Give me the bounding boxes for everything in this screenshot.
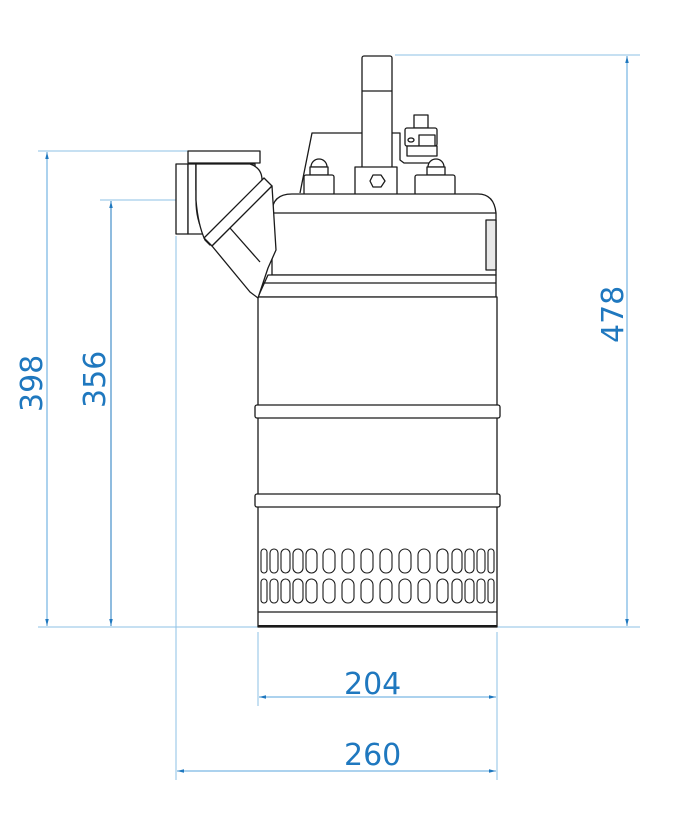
dim-label-overall-height: 478 <box>596 285 631 343</box>
dim-label-body-diameter: 204 <box>344 667 402 702</box>
motor-top-cap <box>271 193 497 276</box>
outlet-flange-top <box>187 150 261 164</box>
terminal-box <box>485 219 497 271</box>
rib-lower <box>254 493 501 508</box>
dim-label-outlet-center-height: 356 <box>78 350 113 408</box>
strainer-slots <box>260 548 495 604</box>
rib-upper <box>254 404 501 419</box>
outlet-flange-face <box>175 163 189 235</box>
dim-label-overall-width: 260 <box>344 738 402 773</box>
hex-nut-icon <box>369 174 386 188</box>
extension-lines <box>38 54 640 780</box>
dim-label-flange-top-height: 398 <box>15 354 50 412</box>
bolt-right <box>414 174 456 196</box>
dimension-lines <box>45 56 629 773</box>
lifting-handle <box>361 55 393 172</box>
pump-outline <box>175 55 501 628</box>
motor-housing <box>257 296 498 628</box>
bolt-left <box>303 174 335 196</box>
